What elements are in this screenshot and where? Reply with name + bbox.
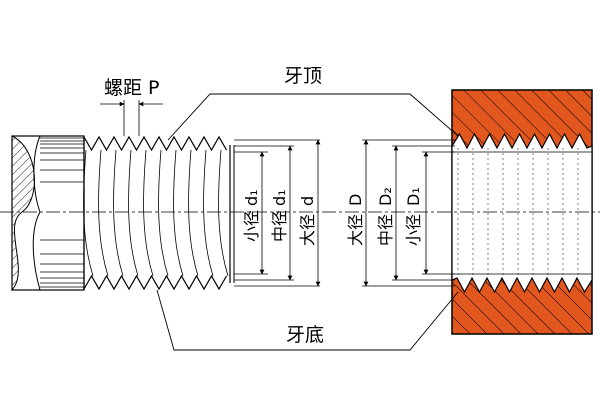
root-label: 牙底 (286, 324, 324, 346)
root-leader: 牙底 (156, 289, 459, 351)
bolt-thread-helix-line (98, 149, 109, 277)
bolt-top-thread-profile (83, 135, 228, 152)
bolt-shank (11, 135, 85, 292)
bolt-thread-helix-line (83, 149, 94, 277)
int-minor-diameter-name: 小径 (404, 214, 423, 246)
bolt-thread-helix-line (203, 149, 214, 277)
nut-thread-bore (451, 132, 593, 294)
nut-thread-flanks (452, 148, 592, 278)
ext-pitch-diameter-symbol: d₁ (270, 189, 289, 206)
bolt-thread-helix-line (113, 149, 124, 277)
bolt-thread-helix-line (128, 149, 139, 277)
int-major-diameter-name: 大径 (346, 214, 365, 246)
bolt-thread-helix-line (188, 149, 199, 277)
int-pitch-diameter-symbol: D₂ (376, 187, 395, 206)
external-diameter-dimensions: 小径 d₁ 中径 d₁ 大径 d (234, 139, 321, 287)
ext-minor-diameter-symbol: d₁ (242, 189, 261, 206)
bolt-thread-helix-line (143, 149, 154, 277)
break-section (11, 135, 35, 292)
internal-diameter-dimensions: 大径 D 中径 D₂ 小径 D₁ (346, 139, 455, 287)
bolt-thread-flanks (83, 149, 229, 277)
int-pitch-diameter-name: 中径 (376, 214, 395, 246)
pitch-dimension: 螺距 P (100, 77, 163, 136)
bolt-thread-helix-line (218, 149, 229, 277)
ext-major-diameter-symbol: d (298, 196, 317, 206)
int-major-diameter-symbol: D (346, 194, 365, 206)
nut-section (451, 89, 593, 335)
bolt-thread-helix-line (158, 149, 169, 277)
ext-pitch-diameter-name: 中径 (270, 210, 289, 242)
crest-leader: 牙顶 (167, 65, 459, 141)
ext-minor-diameter-name: 小径 (242, 210, 261, 242)
pitch-label: 螺距 P (104, 77, 160, 99)
bolt-thread-helix-line (173, 149, 184, 277)
bolt-shank-shading (40, 137, 84, 288)
int-minor-diameter-symbol: D₁ (404, 187, 423, 206)
bolt-bottom-thread-profile (83, 274, 228, 291)
crest-label: 牙顶 (284, 65, 322, 87)
ext-major-diameter-name: 大径 (298, 214, 317, 246)
bolt-threaded-section (83, 135, 235, 291)
